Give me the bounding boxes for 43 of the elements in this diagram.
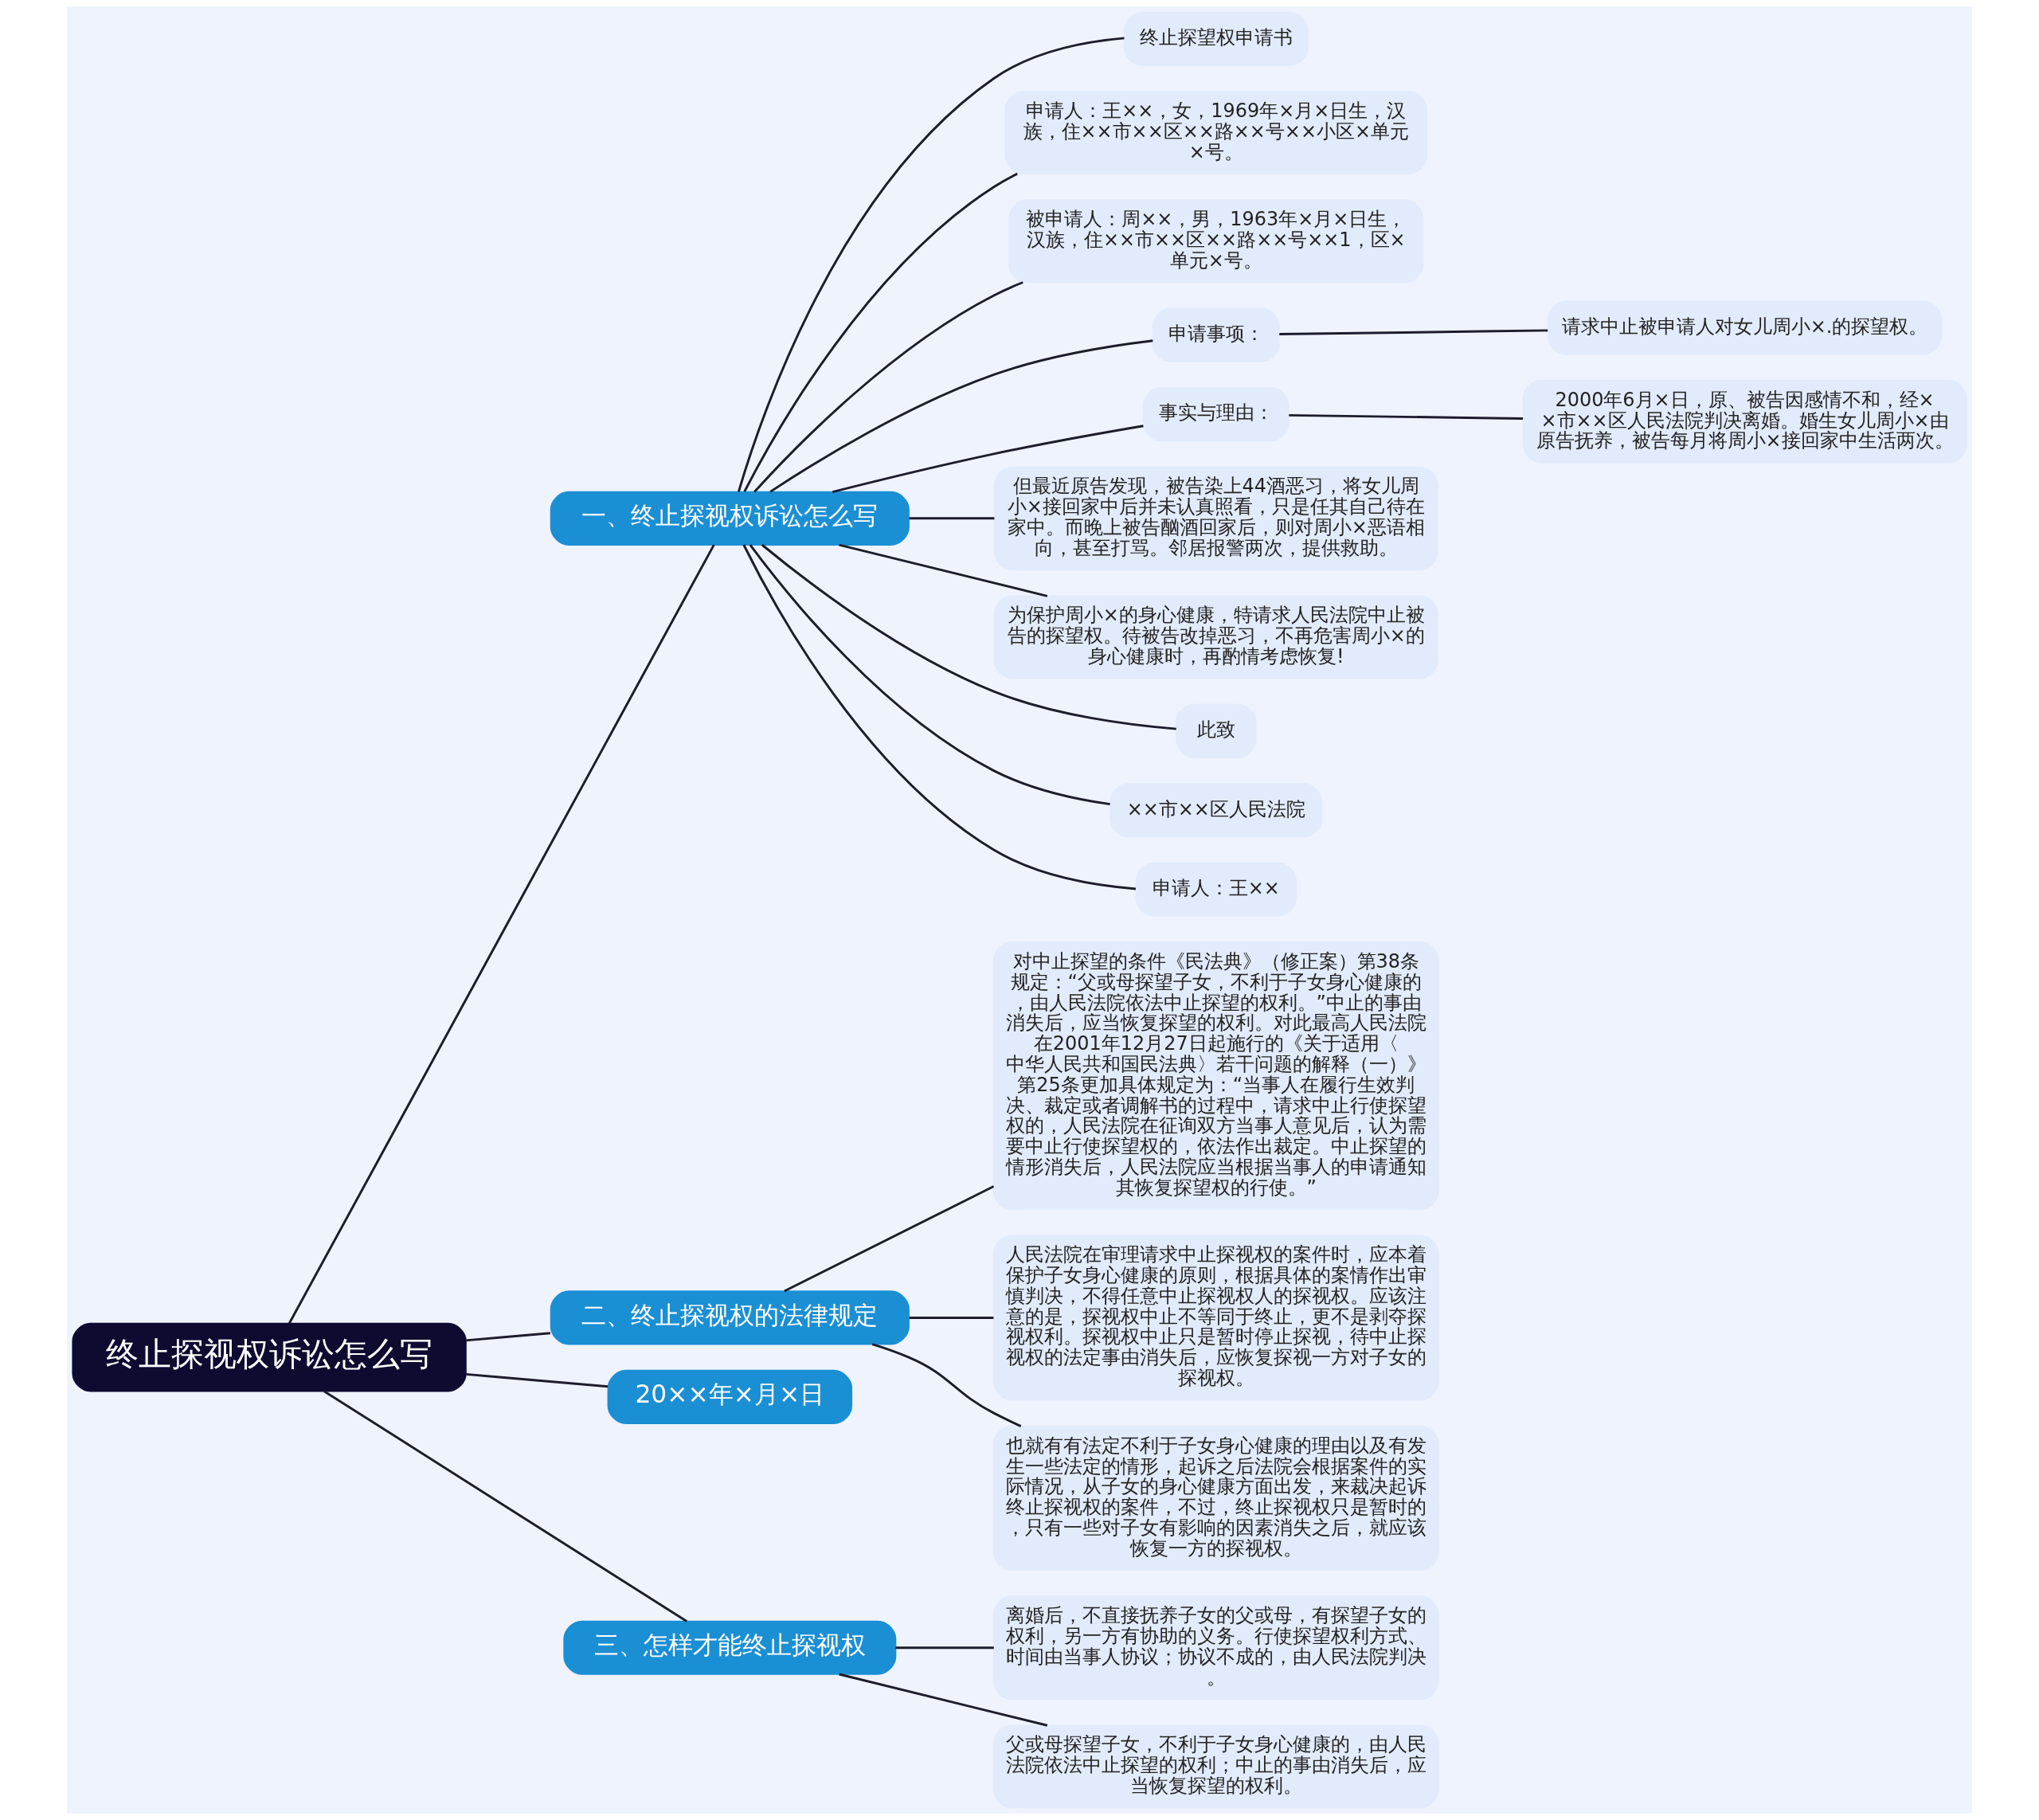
node-box: 离婚后，不直接抚养子女的父或母，有探望子女的权利，另一方有协助的义务。行使探望权利方式、时间由当事人协议；协议不成的，由人民法院判决。 (992, 1595, 1439, 1701)
connector (839, 1673, 1048, 1727)
node-box: 也就有有法定不利于子女身心健康的理由以及有发生一些法定的情形，起诉之后法院会根据案件的实际情况，从子女的身心健康方面出发，来裁决起诉终止探视权的案件，不过，终止探视权只是暂时的，只有一些对子女有影响的因素消失之后，就应该恢复一方的探视权。 (992, 1425, 1439, 1571)
node-box: 父或母探望子女，不利于子女身心健康的，由人民法院依法中止探望的权利；中止的事由消失后，应当恢复探望的权利。 (992, 1724, 1439, 1809)
connector (466, 1372, 609, 1388)
node-box: 三、怎样才能终止探视权 (563, 1620, 897, 1675)
node-box: 被申请人：周××，男，1963年×月×日生，汉族，住××市××区××路××号××1，区×单元×号。 (1008, 199, 1424, 284)
connector (1289, 413, 1524, 420)
connector (753, 281, 1023, 493)
connector (737, 37, 1125, 492)
node-box: 此致 (1176, 703, 1257, 758)
connector (832, 425, 1144, 494)
node-box: 一、终止探视权诉讼怎么写 (550, 491, 910, 546)
connector (784, 1185, 995, 1293)
node-box: 二、终止探视权的法律规定 (550, 1290, 910, 1345)
node-box: 申请事项： (1152, 307, 1280, 362)
connector (769, 339, 1153, 493)
node-box: 为保护周小×的身心健康，特请求人民法院中止被告的探望权。待被告改掉恶习，不再危害周小×的身心健康时，再酌情考虑恢复! (993, 595, 1438, 679)
connector (1279, 329, 1548, 336)
connector (742, 544, 1137, 890)
connector (749, 544, 1110, 806)
connector (909, 517, 995, 520)
node-box: 对中止探望的条件《民法典》（修正案）第38条规定：“父或母探望子女，不利于子女身心健康的，由人民法院依法中止探望的权利。”中止的事由消失后，应当恢复探望的权利。对此最高人民法院在2001年12月27日起施行的《关于适用〈中华人民共和国民法典〉若干问题的解释（一）》第25条更加具体规定为：“当事人在履行生效判决、裁定或者调解书的过程中，请求中止行使探望权的，人民法院在征询双方当事人意见后，认为需要中止行使探望权的，依法作出裁定。中止探望的情形消失后，人民法院应当根据当事人的申请通知其恢复探望权的行使。” (992, 941, 1439, 1211)
node-box: 2000年6月×日，原、被告因感情不和，经××市××区人民法院判决离婚。婚生女儿周小×由原告抚养，被告每月将周小×接回家中生活两次。 (1522, 379, 1967, 464)
connector (466, 1332, 550, 1342)
node-box: 20××年×月×日 (607, 1369, 853, 1424)
node-box: 申请人：王××，女，1969年×月×日生，汉族，住××市××区××路××号××小区×单元×号。 (1004, 91, 1427, 175)
connector (909, 1316, 994, 1319)
node-box: 但最近原告发现，被告染上44酒恶习，将女儿周小×接回家中后并未认真照看，只是任其自己待在家中。而晚上被告酗酒回家后，则对周小×恶语相向，甚至打骂。邻居报警两次，提供救助。 (993, 466, 1438, 571)
node-box: 人民法院在审理请求中止探视权的案件时，应本着保护子女身心健康的原则，根据具体的案情作出审慎判决，不得任意中止探视权人的探视权。应该注意的是，探视权中止不等同于终止，更不是剥夺探视权利。探视权中止只是暂时停止探视，待中止探视权的法定事由消失后，应恢复探视一方对子女的探视权。 (992, 1235, 1439, 1401)
connector (288, 544, 715, 1325)
connector (895, 1646, 994, 1650)
connector (839, 543, 1048, 597)
node-box: ××市××区人民法院 (1110, 783, 1323, 838)
connector (761, 543, 1176, 730)
connector (871, 1343, 1022, 1427)
connector (743, 172, 1018, 492)
node-box: 事实与理由： (1142, 387, 1290, 442)
node-box: 终止探望权申请书 (1123, 11, 1309, 66)
connector (323, 1390, 688, 1622)
node-box: 申请人：王×× (1135, 862, 1297, 917)
node-box: 请求中止被申请人对女儿周小×.的探望权。 (1547, 300, 1943, 355)
node-box: 终止探视权诉讼怎么写 (72, 1322, 467, 1392)
